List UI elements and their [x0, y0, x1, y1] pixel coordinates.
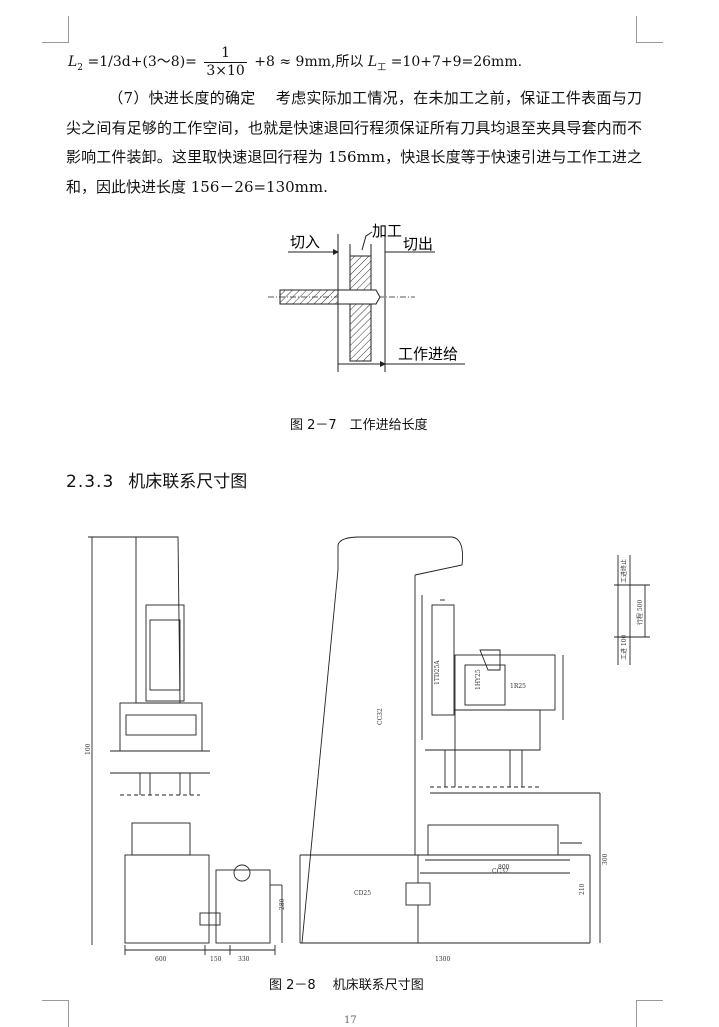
label-cc32-column: CC32 [377, 708, 384, 725]
label-1hy25: 1HY25 [475, 669, 482, 690]
formula-expr-a: =1/3d+(3～8)= [87, 54, 197, 70]
label-210: 210 [579, 883, 586, 895]
tool-body [279, 289, 339, 305]
label-330: 330 [238, 956, 250, 963]
page-corner-mark [636, 1000, 663, 1027]
slide-table [431, 604, 455, 716]
spindle-box [145, 604, 185, 702]
formula-lw: L [367, 54, 378, 70]
label-1r25: 1R25 [510, 683, 526, 690]
label-100: 100 [85, 743, 92, 755]
feed-length-diagram: 切入 加工 切出 工作进给 [268, 222, 465, 372]
label-cc32: CC32 [492, 868, 509, 875]
label-600: 600 [155, 956, 167, 963]
page-corner-mark [42, 1000, 69, 1027]
machine-dimension-drawing: 1R25 CC32 CC32 1TD25A 1HY25 CD25 800 600… [85, 536, 650, 963]
label-work-feed: 工作进给 [398, 345, 458, 363]
fixture-left [131, 822, 191, 856]
paragraph-text: （7）快进长度的确定 考虑实际加工情况，在未加工之前，保证工件表面与刀尖之间有足… [66, 89, 642, 196]
label-1300: 1300 [435, 956, 450, 963]
figure-2-8-caption: 图 2－8 机床联系尺寸图 [269, 978, 424, 993]
label-cd25: CD25 [354, 890, 371, 897]
page-corner-mark [636, 16, 663, 43]
formula-lhs-sub: 2 [77, 62, 84, 73]
formula-lw-sub: 工 [377, 62, 387, 73]
formula-expr-b: +8 ≈ 9mm,所以 [254, 54, 364, 70]
section-title: 机床联系尺寸图 [128, 472, 248, 492]
formula-lhs: L [68, 54, 78, 70]
label-stroke-500: 行程 500 [636, 599, 644, 625]
fraction-numerator: 1 [204, 45, 247, 63]
page-corner-mark [42, 16, 69, 43]
label-1td25a: 1TD25A [434, 660, 441, 685]
figure-2-7-caption: 图 2－7 工作进给长度 [290, 418, 428, 433]
label-feed-end: 工进终止 [620, 559, 628, 583]
workpiece-section [349, 255, 372, 362]
body-paragraph: （7）快进长度的确定 考虑实际加工情况，在未加工之前，保证工件表面与刀尖之间有足… [66, 84, 642, 202]
fixture-main [427, 824, 559, 856]
hydraulic-unit [215, 869, 271, 944]
formula-expr-c: =10+7+9=26mm. [390, 54, 523, 70]
coupling-block [405, 882, 431, 906]
page-number: 17 [344, 1015, 357, 1026]
section-heading: 2.3.3 机床联系尺寸图 [66, 467, 247, 492]
base-left [124, 854, 210, 944]
label-feed-100: 工进 100 [620, 634, 628, 660]
tool-tip [337, 289, 381, 305]
label-150: 150 [210, 956, 222, 963]
column-top [337, 536, 463, 576]
label-300: 300 [602, 853, 609, 865]
label-cut-out: 切出 [403, 235, 433, 253]
section-number: 2.3.3 [66, 472, 115, 492]
formula-fraction: 1 3×10 [204, 45, 247, 80]
label-280: 280 [279, 898, 286, 910]
label-800: 800 [498, 864, 510, 871]
label-machining: 加工 [372, 222, 402, 240]
fraction-denominator: 3×10 [206, 62, 245, 79]
formula-line: L2 =1/3d+(3～8)= 1 3×10 +8 ≈ 9mm,所以 L工 =1… [68, 42, 628, 82]
label-cut-in: 切入 [290, 233, 320, 251]
side-head [119, 702, 203, 752]
